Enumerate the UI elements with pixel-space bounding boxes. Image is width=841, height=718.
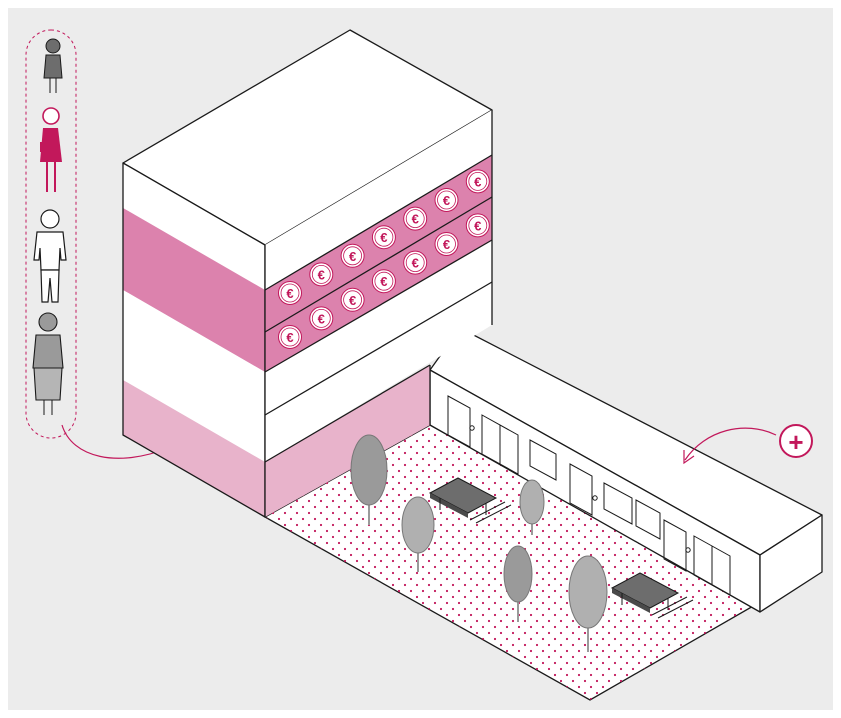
tree-icon — [503, 545, 533, 622]
euro-symbol: € — [474, 218, 481, 233]
left-facade-ground-band — [123, 380, 265, 517]
euro-coin-icon: € — [309, 306, 334, 331]
euro-coin-icon: € — [434, 232, 459, 256]
picnic-table-icon — [428, 477, 512, 524]
window — [529, 439, 557, 481]
euro-symbol: € — [474, 174, 481, 189]
woman-figure-icon — [40, 107, 62, 192]
euro-coin-icon: € — [465, 213, 490, 238]
right-facade-white-band — [265, 240, 492, 462]
euro-symbol: € — [443, 237, 450, 252]
euro-coin-icon: € — [434, 188, 459, 212]
euro-symbol: € — [412, 212, 419, 227]
euro-coin-icon: € — [309, 262, 334, 287]
door — [481, 414, 519, 475]
plus-arrow — [684, 427, 777, 461]
tree-icon — [519, 479, 545, 535]
people-legend — [25, 29, 77, 439]
plus-circle — [779, 424, 813, 458]
euro-coin-icon: € — [403, 206, 428, 231]
left-facade-top-band — [123, 163, 265, 290]
euro-symbol: € — [318, 311, 325, 326]
euro-symbol: € — [380, 274, 387, 289]
right-facade-top-band — [265, 110, 492, 290]
elderly-woman-figure-icon — [32, 312, 64, 415]
door — [693, 535, 731, 596]
euro-coin-icon: € — [278, 325, 302, 349]
left-facade-pink-band — [123, 208, 265, 372]
plus-marker: + — [779, 424, 813, 458]
right-facade-ground-pink — [265, 365, 430, 517]
door — [663, 519, 687, 572]
euro-symbol: € — [443, 193, 450, 208]
tree-icon — [568, 555, 608, 652]
euro-coin-icon: € — [278, 281, 302, 305]
facade-openings — [447, 395, 731, 596]
euro-coin-icon: € — [465, 169, 490, 194]
door — [447, 395, 471, 448]
euro-symbol: € — [286, 286, 293, 301]
tree-icon — [401, 496, 435, 572]
euro-symbol: € — [318, 267, 325, 282]
tree-icon — [350, 434, 388, 525]
euro-coin-icon: € — [340, 243, 365, 268]
euro-coin-icon: € — [371, 269, 396, 294]
plus-icon: + — [788, 427, 803, 457]
euro-symbol: € — [349, 249, 356, 264]
people-legend-frame — [25, 29, 77, 439]
man-figure-icon — [33, 209, 67, 303]
euro-symbol: € — [286, 330, 293, 345]
left-facade-white-band — [123, 290, 265, 462]
picnic-table-icon — [610, 572, 694, 619]
low-building-end — [759, 514, 823, 613]
child-figure-icon — [43, 38, 63, 93]
euro-coin-icon: € — [340, 287, 365, 312]
euro-symbol: € — [380, 230, 387, 245]
door — [569, 463, 593, 516]
euro-coins: € € € € € € € € € € € € € € — [278, 169, 490, 349]
legend-arrow — [61, 424, 169, 459]
window — [635, 499, 661, 540]
euro-coin-icon: € — [371, 225, 396, 250]
euro-symbol: € — [349, 293, 356, 308]
trees — [350, 434, 608, 652]
window — [603, 482, 633, 525]
tall-building — [122, 29, 493, 518]
euro-coin-icon: € — [403, 250, 428, 275]
euro-symbol: € — [412, 256, 419, 271]
